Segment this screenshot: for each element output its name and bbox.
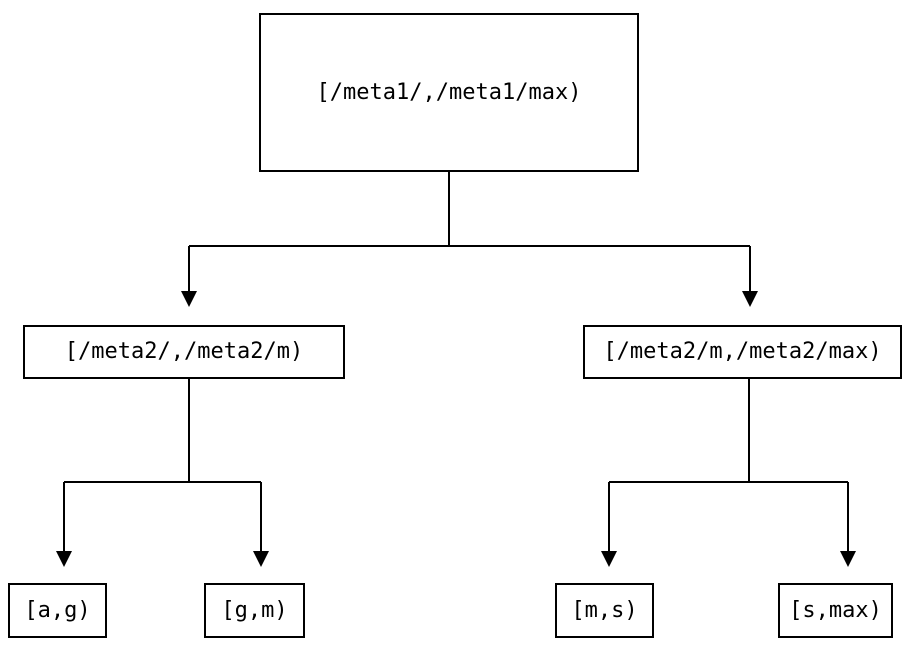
arrowhead-to-mid-left bbox=[181, 291, 197, 307]
arrowhead-to-leaf-gm bbox=[253, 551, 269, 567]
node-leaf-smax-label: [s,max) bbox=[789, 597, 882, 623]
node-leaf-ag: [a,g) bbox=[8, 583, 107, 638]
node-leaf-gm-label: [g,m) bbox=[221, 597, 288, 623]
edge-mid-right-to-children bbox=[601, 379, 856, 567]
arrowhead-to-leaf-ag bbox=[56, 551, 72, 567]
node-mid-left-interval: [/meta2/,/meta2/m) bbox=[23, 325, 345, 379]
node-leaf-smax: [s,max) bbox=[778, 583, 893, 638]
arrowhead-to-leaf-ms bbox=[601, 551, 617, 567]
node-root-interval: [/meta1/,/meta1/max) bbox=[259, 13, 639, 172]
node-leaf-ms-label: [m,s) bbox=[571, 597, 638, 623]
arrowhead-to-leaf-smax bbox=[840, 551, 856, 567]
node-leaf-ag-label: [a,g) bbox=[24, 597, 91, 623]
node-mid-right-label: [/meta2/m,/meta2/max) bbox=[603, 339, 882, 364]
node-mid-right-interval: [/meta2/m,/meta2/max) bbox=[583, 325, 902, 379]
node-root-label: [/meta1/,/meta1/max) bbox=[316, 79, 582, 105]
edge-root-to-children bbox=[181, 172, 758, 307]
arrowhead-to-mid-right bbox=[742, 291, 758, 307]
node-leaf-ms: [m,s) bbox=[555, 583, 654, 638]
node-leaf-gm: [g,m) bbox=[204, 583, 305, 638]
edge-mid-left-to-children bbox=[56, 379, 269, 567]
node-mid-left-label: [/meta2/,/meta2/m) bbox=[64, 339, 304, 364]
